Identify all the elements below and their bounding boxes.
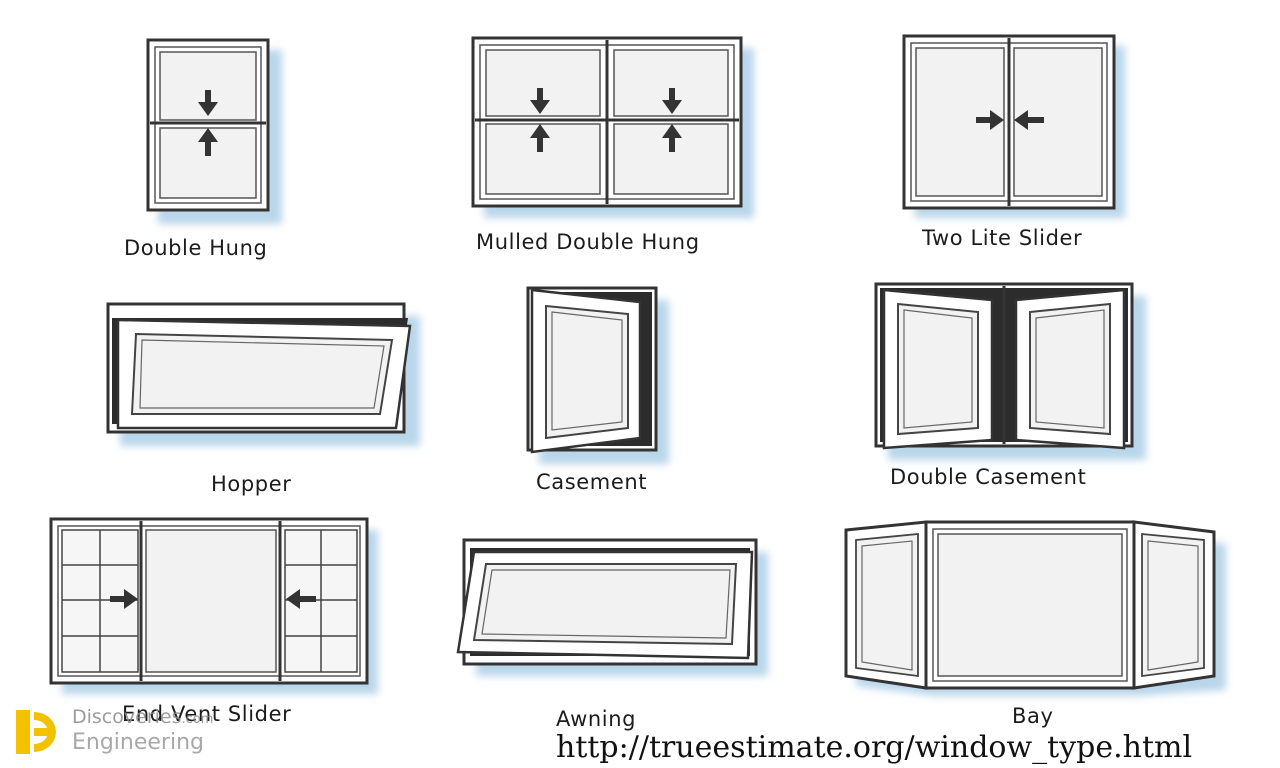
label-double-hung: Double Hung bbox=[124, 236, 268, 260]
source-url: http://trueestimate.org/window_type.html bbox=[556, 730, 1193, 765]
arrow-left-icon bbox=[1014, 110, 1044, 130]
arrow-down-icon bbox=[530, 88, 550, 114]
arrow-down-icon bbox=[198, 90, 218, 116]
hopper-drawing bbox=[106, 302, 420, 446]
end-vent-slider-drawing bbox=[49, 517, 378, 694]
arrow-down-icon bbox=[662, 88, 682, 114]
engineering-discoveries-logo-icon bbox=[16, 710, 56, 754]
bay-drawing bbox=[844, 520, 1226, 696]
arrow-right-icon bbox=[976, 110, 1004, 130]
watermark-line2: Engineering bbox=[72, 730, 204, 755]
mulled-double-hung-drawing bbox=[471, 36, 754, 218]
arrow-left-icon bbox=[286, 589, 316, 609]
arrow-up-icon bbox=[662, 124, 682, 152]
arrow-up-icon bbox=[198, 128, 218, 156]
double-casement-drawing bbox=[874, 282, 1146, 460]
label-double-casement: Double Casement bbox=[890, 465, 1087, 489]
label-mulled-double-hung: Mulled Double Hung bbox=[476, 230, 700, 254]
watermark: Discoveries.com Engineering bbox=[10, 704, 290, 764]
label-hopper: Hopper bbox=[211, 472, 292, 496]
watermark-line1: Discoveries.com bbox=[72, 706, 214, 728]
arrow-up-icon bbox=[530, 124, 550, 152]
arrow-right-icon bbox=[110, 589, 138, 609]
label-awning: Awning bbox=[556, 707, 637, 731]
casement-drawing bbox=[526, 286, 669, 464]
label-end-vent-slider: End Vent Slider bbox=[122, 702, 292, 726]
awning-drawing bbox=[456, 538, 768, 676]
label-casement: Casement bbox=[536, 470, 648, 494]
label-two-lite-slider: Two Lite Slider bbox=[922, 226, 1083, 250]
label-bay: Bay bbox=[1012, 704, 1054, 728]
two-lite-slider-drawing bbox=[902, 34, 1125, 218]
double-hung-drawing bbox=[146, 38, 282, 224]
